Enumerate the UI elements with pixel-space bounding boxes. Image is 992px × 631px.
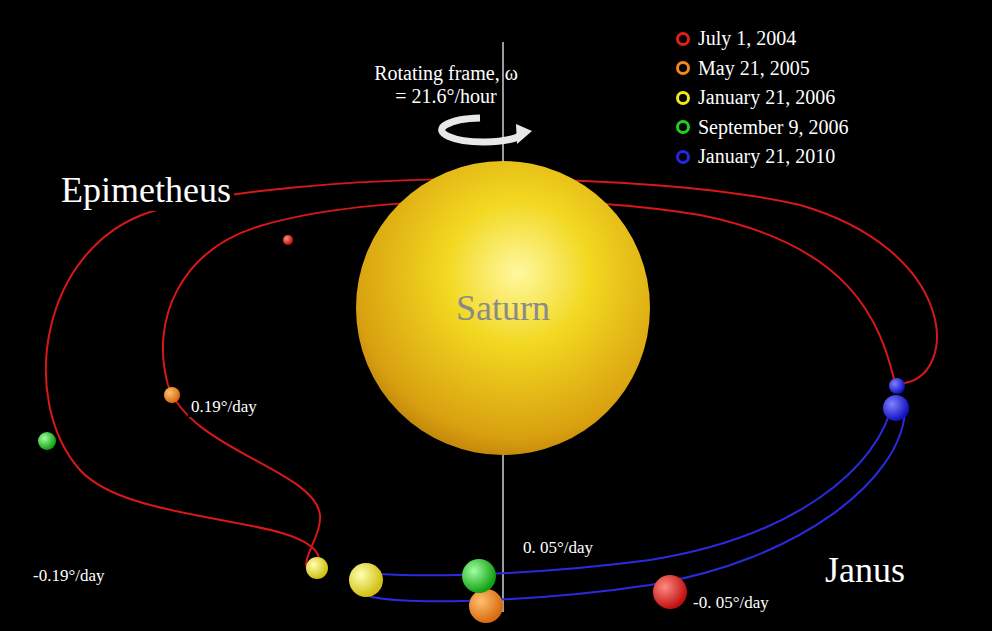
legend-swatch <box>676 61 690 75</box>
legend-text: September 9, 2006 <box>698 116 849 139</box>
planet-name: Saturn <box>356 287 650 329</box>
legend-row: January 21, 2006 <box>676 86 835 109</box>
drift-rate: 0. 05°/day <box>520 538 596 558</box>
planet-circle: Saturn <box>356 161 650 455</box>
legend-row: May 21, 2005 <box>676 57 810 80</box>
legend-text: May 21, 2005 <box>698 57 810 80</box>
drift-rate: -0. 05°/day <box>690 593 772 613</box>
moon-name: Epimetheus <box>58 170 234 211</box>
legend-text: July 1, 2004 <box>698 27 796 50</box>
legend-row: July 1, 2004 <box>676 27 796 50</box>
legend-text: January 21, 2010 <box>698 145 835 168</box>
legend-swatch <box>676 32 690 46</box>
frame-note: Rotating frame, ω = 21.6°/hour <box>368 62 524 108</box>
legend-swatch <box>676 150 690 164</box>
drift-rate: -0.19°/day <box>30 566 107 586</box>
legend-row: January 21, 2010 <box>676 145 835 168</box>
moon-name: Janus <box>822 550 908 591</box>
rotation-arrow <box>442 118 532 144</box>
legend-row: September 9, 2006 <box>676 116 849 139</box>
legend-text: January 21, 2006 <box>698 86 835 109</box>
drift-rate: 0.19°/day <box>188 397 260 417</box>
legend-swatch <box>676 120 690 134</box>
legend-swatch <box>676 91 690 105</box>
